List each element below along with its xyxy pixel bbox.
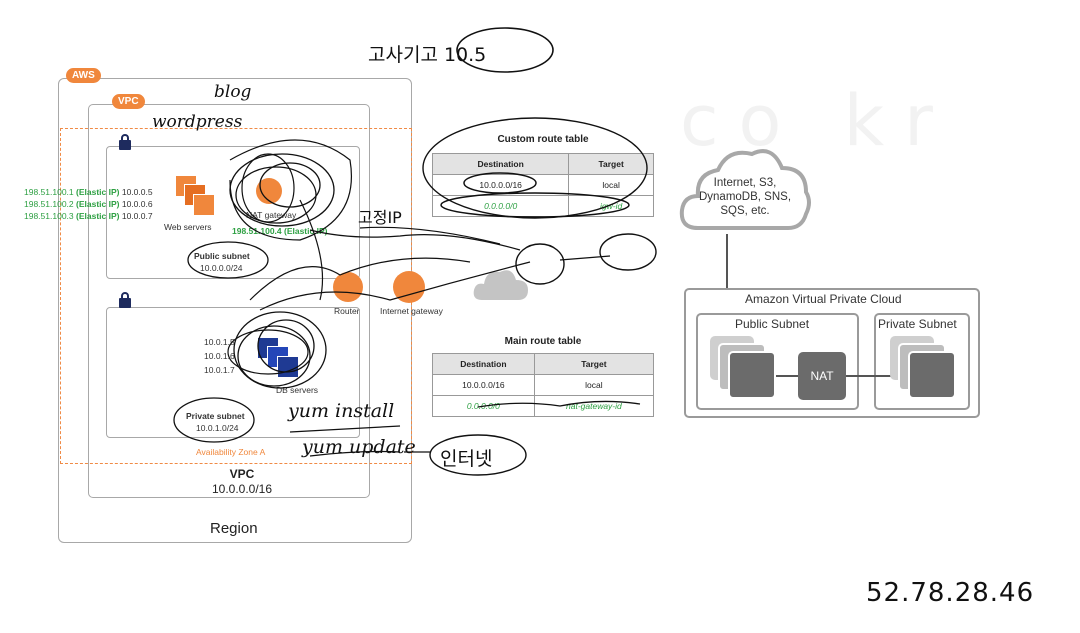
watermark: co kr	[680, 80, 953, 162]
private-ip: 10.0.1.7	[204, 365, 235, 375]
private-ip: 10.0.1.6	[204, 351, 235, 361]
vpc-tag: VPC	[112, 94, 145, 109]
vpc-cidr: 10.0.0.0/16	[211, 482, 273, 496]
router-icon	[333, 272, 363, 302]
private-ip: 10.0.1.5	[204, 337, 235, 347]
instance-icon	[728, 351, 776, 399]
connector-line	[846, 375, 896, 377]
cloud-services-text: Internet, S3, DynamoDB, SNS, SQS, etc.	[698, 177, 792, 217]
private-subnet-cidr: 10.0.1.0/24	[196, 423, 239, 433]
column-header: Target	[533, 353, 655, 375]
web-servers-label: Web servers	[164, 222, 212, 232]
connector-line	[776, 375, 798, 377]
nat-gateway-label: NAT gateway	[246, 210, 297, 220]
public-subnet-title: Public Subnet	[735, 317, 810, 331]
private-subnet-box	[106, 307, 360, 438]
amazon-vpc-box	[684, 288, 980, 418]
cloud-icon	[679, 149, 811, 230]
nat-elastic-ip: 198.51.100.4 (Elastic IP)	[232, 226, 328, 236]
custom-route-table: Destination Target 10.0.0.0/16 local 0.0…	[431, 153, 654, 217]
table-row: 0.0.0.0/0 nat-gateway-id	[432, 395, 655, 417]
vpc-label: VPC	[229, 467, 255, 481]
table-cell: nat-gateway-id	[533, 395, 655, 417]
internet-gateway-label: Internet gateway	[380, 306, 443, 316]
custom-route-table-title: Custom route table	[497, 134, 589, 145]
handwritten-ip-address: 52.78.28.46	[866, 578, 1035, 608]
aws-tag: AWS	[66, 68, 101, 83]
table-row: 10.0.0.0/16 local	[432, 374, 655, 396]
elastic-ip-row: 198.51.100.3 (Elastic IP) 10.0.0.7	[24, 211, 153, 221]
handwritten-yum-update: yum update	[302, 436, 416, 458]
vpc-box	[88, 104, 370, 498]
amazon-vpc-title: Amazon Virtual Private Cloud	[745, 292, 902, 306]
router-label: Router	[334, 306, 360, 316]
handwritten-wordpress: wordpress	[152, 112, 243, 132]
column-header: Target	[568, 153, 654, 175]
region-label: Region	[210, 520, 258, 537]
instance-icon	[908, 351, 956, 399]
lock-icon	[119, 134, 131, 150]
elastic-ip-row: 198.51.100.2 (Elastic IP) 10.0.0.6	[24, 199, 153, 209]
availability-zone-label: Availability Zone A	[196, 447, 266, 457]
main-route-table-title: Main route table	[504, 336, 582, 347]
public-subnet-label: Public subnet	[194, 251, 250, 261]
private-subnet-panel	[874, 313, 970, 410]
internet-cloud-icon	[473, 270, 528, 300]
private-subnet-title: Private Subnet	[878, 317, 957, 331]
handwritten-top-note: 고사기고 10.5	[368, 44, 487, 66]
connector-line	[726, 234, 728, 288]
elastic-ip-row: 198.51.100.1 (Elastic IP) 10.0.0.5	[24, 187, 153, 197]
public-subnet-panel	[696, 313, 859, 410]
db-servers-label: DB servers	[276, 385, 319, 395]
handwritten-fixed-ip: 고정IP	[358, 208, 402, 227]
column-header: Destination	[431, 153, 570, 175]
handwritten-blog: blog	[214, 82, 252, 102]
handwritten-internet: 인터넷	[440, 448, 493, 470]
private-subnet-label: Private subnet	[186, 411, 245, 421]
lock-icon	[119, 292, 131, 308]
column-header: Destination	[432, 353, 535, 375]
nat-box: NAT	[798, 352, 846, 400]
web-server-icon	[193, 194, 215, 216]
main-route-table: Destination Target 10.0.0.0/16 local 0.0…	[432, 353, 655, 417]
handwritten-yum-install: yum install	[288, 400, 395, 422]
public-subnet-cidr: 10.0.0.0/24	[200, 263, 243, 273]
